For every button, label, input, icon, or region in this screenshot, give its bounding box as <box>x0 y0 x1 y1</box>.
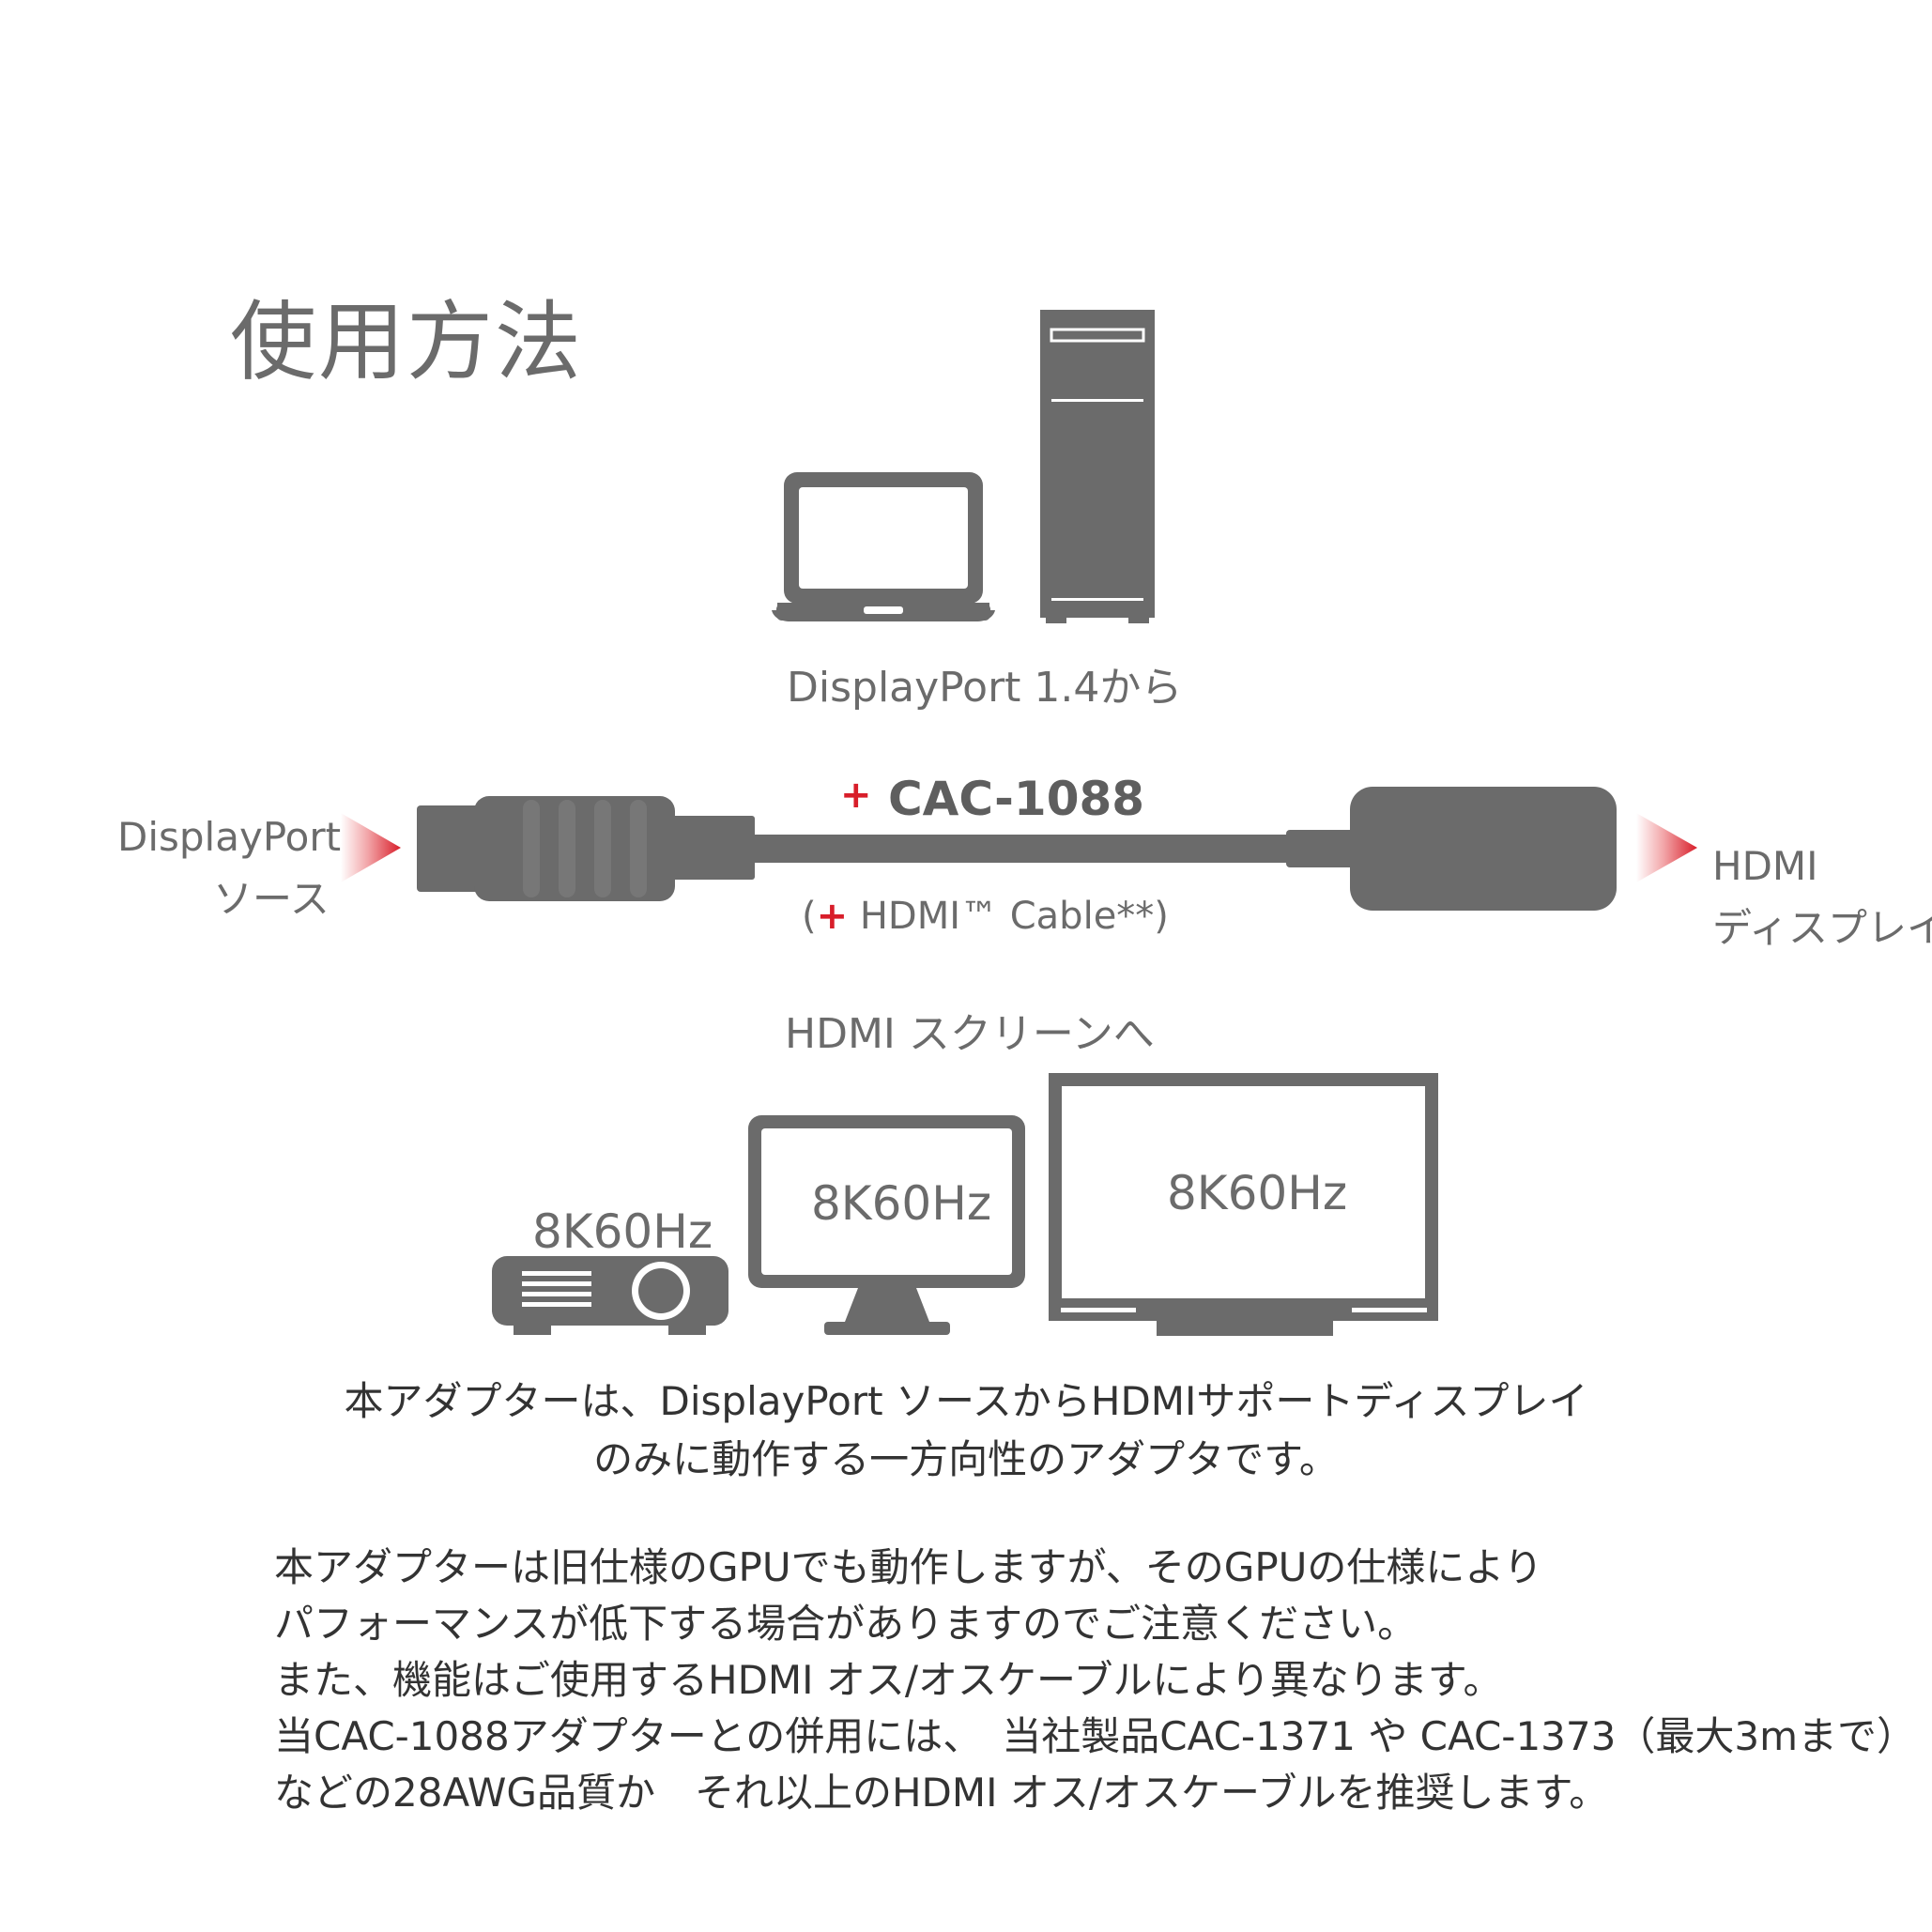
source-label-line2: ソース <box>213 876 330 922</box>
model-name: CAC-1088 <box>887 772 1145 826</box>
displayport-plug-icon <box>417 796 755 901</box>
input-arrow-icon <box>341 813 401 882</box>
source-label-line1: DisplayPort <box>117 814 342 860</box>
hdmi-adapter-end-icon <box>1286 787 1617 911</box>
display-label-line2: ディスプレイ <box>1712 905 1932 951</box>
desktop-tower-icon <box>1040 310 1155 623</box>
tv-resolution: 8K60Hz <box>1167 1166 1348 1220</box>
notes: 本アダプターは旧仕様のGPUでも動作しますが、そのGPUの仕様により パフォーマ… <box>274 1540 1916 1821</box>
page-title: 使用方法 <box>230 292 584 392</box>
notes-line3: また、機能はご使用するHDMI オス/オスケーブルにより異なります。 <box>274 1657 1503 1703</box>
cable-note-text: HDMI™ Cable**) <box>848 895 1169 938</box>
notes-line5: などの28AWG品質か それ以上のHDMI オス/オスケーブルを推奨します。 <box>274 1770 1609 1816</box>
projector-icon <box>492 1256 728 1335</box>
cable-note: (+ HDMI™ Cable**) <box>802 895 1169 938</box>
notes-line4: 当CAC-1088アダプターとの併用には、 当社製品CAC-1371 や CAC… <box>274 1713 1916 1759</box>
description: 本アダプターは、DisplayPort ソースからHDMIサポートディスプレイ … <box>0 1372 1932 1489</box>
description-line2: のみに動作する一方向性のアダプタです。 <box>593 1436 1339 1482</box>
monitor-resolution: 8K60Hz <box>811 1176 992 1231</box>
notes-line1: 本アダプターは旧仕様のGPUでも動作しますが、そのGPUの仕様により <box>274 1544 1543 1590</box>
cable-note-paren: ( <box>802 895 817 938</box>
projector-resolution: 8K60Hz <box>532 1204 713 1259</box>
plus-icon: + <box>840 774 872 817</box>
laptop-icon <box>772 472 995 621</box>
monitor-icon <box>748 1115 1025 1335</box>
plus-icon: + <box>816 895 849 938</box>
description-line1: 本アダプターは、DisplayPort ソースからHDMIサポートディスプレイ <box>344 1378 1588 1424</box>
cable-line <box>751 835 1290 863</box>
model-label: + CAC-1088 <box>840 772 1144 826</box>
output-arrow-icon <box>1636 813 1697 882</box>
target-caption: HDMI スクリーンへ <box>785 1010 1155 1058</box>
display-label-line1: HDMI <box>1712 843 1818 889</box>
notes-line2: パフォーマンスが低下する場合がありますのでご注意ください。 <box>274 1601 1418 1647</box>
source-caption: DisplayPort 1.4から <box>787 664 1183 712</box>
tv-icon <box>1049 1073 1438 1336</box>
